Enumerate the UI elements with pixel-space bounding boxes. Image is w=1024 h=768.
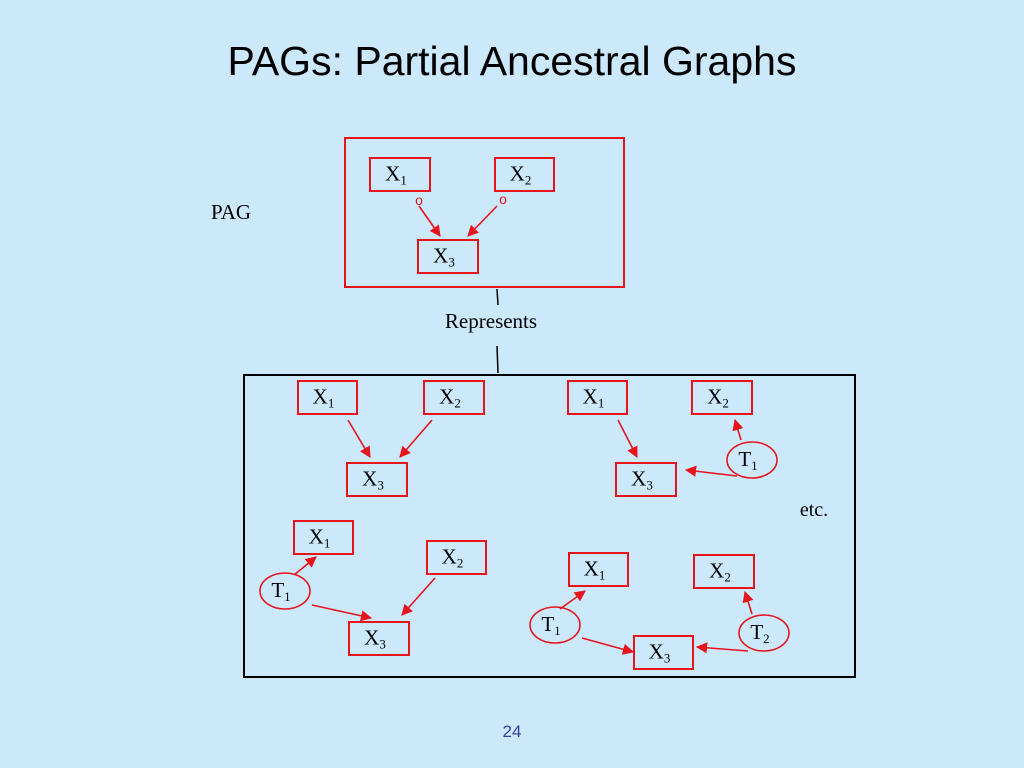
edge-c-t1-x3 [311, 604, 373, 622]
graph-c-node-x2: X2 [426, 540, 487, 575]
graph-d-node-x2: X2 [693, 554, 755, 589]
represented-graphs-box [243, 374, 856, 678]
edge-c-x2-x3 [401, 577, 436, 616]
graph-b-node-x2-border [691, 380, 753, 415]
graph-c-node-x3: X3 [348, 621, 410, 656]
connector-upper [496, 288, 499, 306]
graph-c-node-t1-label: T1 [271, 578, 290, 604]
slide-number: 24 [502, 722, 522, 741]
graph-c-node-x3-label: X3 [364, 626, 386, 652]
graph-b-node-x1: X1 [567, 380, 628, 415]
graph-d-node-t2: T2 [738, 614, 790, 652]
edge-d-t1-x1 [559, 590, 586, 610]
graph-d-node-x3-label: X3 [649, 640, 671, 666]
graph-d-node-t2-border [738, 614, 790, 652]
graph-b-node-x2: X2 [691, 380, 753, 415]
edge-d-t2-x3 [695, 642, 749, 654]
graph-a-node-x2-label: X2 [439, 385, 461, 411]
graph-b-node-x3-border [615, 462, 677, 497]
graph-d-node-t1-label: T1 [541, 612, 560, 638]
graph-a-node-x1-border [297, 380, 358, 415]
graph-a-node-x3-label: X3 [362, 467, 384, 493]
graph-c-node-x1-border [293, 520, 354, 555]
graph-d-node-t1: T1 [529, 606, 581, 644]
graph-d-node-x1-label: X1 [584, 557, 606, 583]
graph-d-node-x3: X3 [633, 635, 694, 670]
graph-c-node-t1: T1 [259, 572, 311, 610]
graph-d-node-x3-border [633, 635, 694, 670]
connector-lower [496, 345, 499, 374]
pag-node-x2-label: X2 [510, 162, 532, 188]
graph-b-node-x1-border [567, 380, 628, 415]
represents-label: Represents [445, 309, 537, 333]
edge-b-t1-x3 [684, 465, 738, 477]
edge-a-x2-x3 [399, 419, 433, 458]
pag-box [344, 137, 625, 288]
pag-label: PAG [211, 200, 251, 224]
circle-endpoint-mark-2: o [499, 191, 507, 207]
graph-c-node-x1: X1 [293, 520, 354, 555]
graph-c-node-t1-border [259, 572, 311, 610]
pag-edge-x2-x3 [467, 205, 498, 237]
graph-c-node-x2-border [426, 540, 487, 575]
graph-c-node-x2-label: X2 [442, 545, 464, 571]
etc-label: etc. [800, 499, 828, 521]
graph-b-node-x3: X3 [615, 462, 677, 497]
graph-d-node-x1: X1 [568, 552, 629, 587]
graph-b-node-t1: T1 [726, 441, 778, 479]
edge-b-x1-x3 [617, 419, 638, 458]
pag-node-x2: X2 [494, 157, 555, 192]
edge-a-x1-x3 [347, 419, 371, 458]
graph-d-node-x2-label: X2 [709, 559, 731, 585]
graph-b-node-x1-label: X1 [583, 385, 605, 411]
graph-d-node-x1-border [568, 552, 629, 587]
graph-a-node-x3: X3 [346, 462, 408, 497]
graph-c-node-x3-border [348, 621, 410, 656]
pag-node-x3: X3 [417, 239, 479, 274]
edge-d-t2-x2 [742, 590, 754, 615]
circle-endpoint-mark-1: o [415, 192, 423, 208]
pag-node-x2-border [494, 157, 555, 192]
graph-b-node-t1-label: T1 [738, 447, 757, 473]
edge-d-t1-x3 [581, 637, 635, 655]
graph-c-node-x1-label: X1 [309, 525, 331, 551]
pag-node-x1-label: X1 [385, 162, 407, 188]
graph-b-node-x3-label: X3 [631, 467, 653, 493]
graph-a-node-x3-border [346, 462, 408, 497]
slide-title: PAGs: Partial Ancestral Graphs [227, 38, 797, 84]
edge-c-t1-x1 [293, 556, 317, 576]
pag-node-x1-border [369, 157, 431, 192]
pag-edge-x1-x3 [418, 205, 441, 237]
graph-a-node-x1: X1 [297, 380, 358, 415]
pag-node-x3-border [417, 239, 479, 274]
graph-d-node-t1-border [529, 606, 581, 644]
pag-edges: o o [415, 191, 507, 237]
graph-d-node-x2-border [693, 554, 755, 589]
graph-a-node-x1-label: X1 [313, 385, 335, 411]
pag-node-x3-label: X3 [433, 244, 455, 270]
graph-d-node-t2-label: T2 [750, 620, 769, 646]
pag-node-x1: X1 [369, 157, 431, 192]
dag-edges [293, 418, 754, 655]
graph-a-node-x2-border [423, 380, 485, 415]
edge-b-t1-x2 [732, 418, 744, 441]
graph-b-node-x2-label: X2 [707, 385, 729, 411]
graph-a-node-x2: X2 [423, 380, 485, 415]
graph-b-node-t1-border [726, 441, 778, 479]
